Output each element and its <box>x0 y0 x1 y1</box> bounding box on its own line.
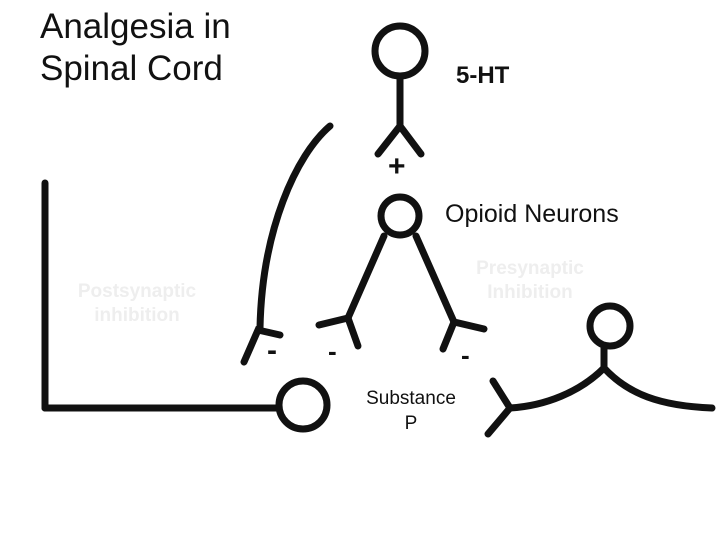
serotonin-neuron-body <box>371 22 429 80</box>
presynaptic-line-2: Inhibition <box>487 282 573 303</box>
serotonin-terminal-left <box>240 325 284 366</box>
serotonin-descending-axon <box>256 122 334 332</box>
postsynaptic-line-2: inhibition <box>94 305 180 326</box>
presynaptic-inhibition-label: Presynaptic Inhibition <box>455 257 605 305</box>
opioid-neuron-body <box>377 193 423 239</box>
opioid-neurons-label: Opioid Neurons <box>445 200 619 228</box>
title-line-2: Spinal Cord <box>40 49 223 88</box>
opioid-axon-left <box>344 232 388 322</box>
opioid-axon-right <box>412 232 458 326</box>
afferent-neuron-body <box>586 302 634 350</box>
afferent-axon-left <box>506 364 608 412</box>
postsynaptic-line-1: Postsynaptic <box>77 281 197 302</box>
presynaptic-line-1: Presynaptic <box>476 258 584 279</box>
inhibitory-sign-postsynaptic: - <box>267 334 277 367</box>
serotonin-label: 5-HT <box>456 62 510 89</box>
projection-neuron-body <box>275 377 331 433</box>
substance-p-label: Substance P <box>346 386 476 436</box>
substance-p-line-2: P <box>404 413 418 434</box>
serotonin-axon-terminal <box>374 120 425 158</box>
title-line-1: Analgesia in <box>40 7 231 46</box>
opioid-terminal-right <box>439 317 488 353</box>
afferent-terminal <box>484 377 515 438</box>
slide-title: Analgesia in Spinal Cord <box>40 6 231 90</box>
excitatory-sign: + <box>388 150 406 183</box>
postsynaptic-inhibition-label: Postsynaptic inhibition <box>52 280 222 328</box>
opioid-terminal-left <box>315 313 362 350</box>
inhibitory-sign-opioid-right: - <box>461 340 470 370</box>
substance-p-line-1: Substance <box>366 388 456 409</box>
afferent-axon-right <box>600 364 716 412</box>
inhibitory-sign-opioid-left: - <box>328 336 337 366</box>
